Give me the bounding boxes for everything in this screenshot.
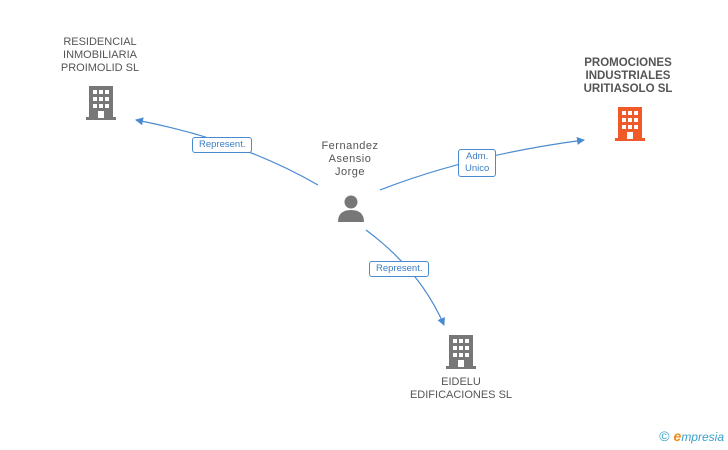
node-residencial-label[interactable]: RESIDENCIAL INMOBILIARIA PROIMOLID SL — [40, 36, 160, 75]
node-promociones-line: INDUSTRIALES — [585, 70, 671, 82]
node-residencial-line: INMOBILIARIA — [63, 49, 137, 61]
copyright-symbol: © — [659, 428, 670, 444]
edge-to-eidelu — [365, 229, 445, 326]
brand-logo-initial: e — [673, 428, 682, 444]
node-promociones-label[interactable]: PROMOCIONES INDUSTRIALES URITIASOLO SL — [566, 57, 690, 96]
edge-label-text: Adm. — [466, 151, 489, 162]
edge-label-text: Represent. — [199, 139, 246, 150]
node-person-label[interactable]: Fernandez Asensio Jorge — [300, 140, 400, 179]
node-eidelu-label[interactable]: EIDELU EDIFICACIONES SL — [396, 376, 526, 402]
edge-label-text: Unico — [465, 163, 490, 174]
node-person-line: Asensio — [328, 153, 372, 165]
brand-logo-text: mpresia — [681, 430, 724, 444]
building-icon[interactable] — [615, 107, 645, 141]
edge-label-text: Represent. — [376, 263, 423, 274]
footer-brand: ©empresia — [659, 428, 724, 444]
node-residencial-line: PROIMOLID SL — [60, 62, 140, 74]
node-promociones-line: PROMOCIONES — [584, 57, 672, 69]
building-icon[interactable] — [446, 335, 476, 369]
node-eidelu-line: EDIFICACIONES SL — [409, 389, 513, 401]
node-promociones-line: URITIASOLO SL — [583, 83, 673, 95]
building-icon[interactable] — [86, 86, 116, 120]
edge-label-adm-unico[interactable]: Adm. Unico — [458, 149, 497, 177]
node-person-line: Jorge — [334, 166, 366, 178]
edge-label-represent-residencial[interactable]: Represent. — [192, 137, 253, 153]
person-icon[interactable] — [337, 194, 365, 222]
node-residencial-line: RESIDENCIAL — [63, 36, 137, 48]
node-person-line: Fernandez — [321, 140, 379, 152]
node-eidelu-line: EIDELU — [441, 376, 481, 388]
edge-label-represent-eidelu[interactable]: Represent. — [369, 261, 430, 277]
